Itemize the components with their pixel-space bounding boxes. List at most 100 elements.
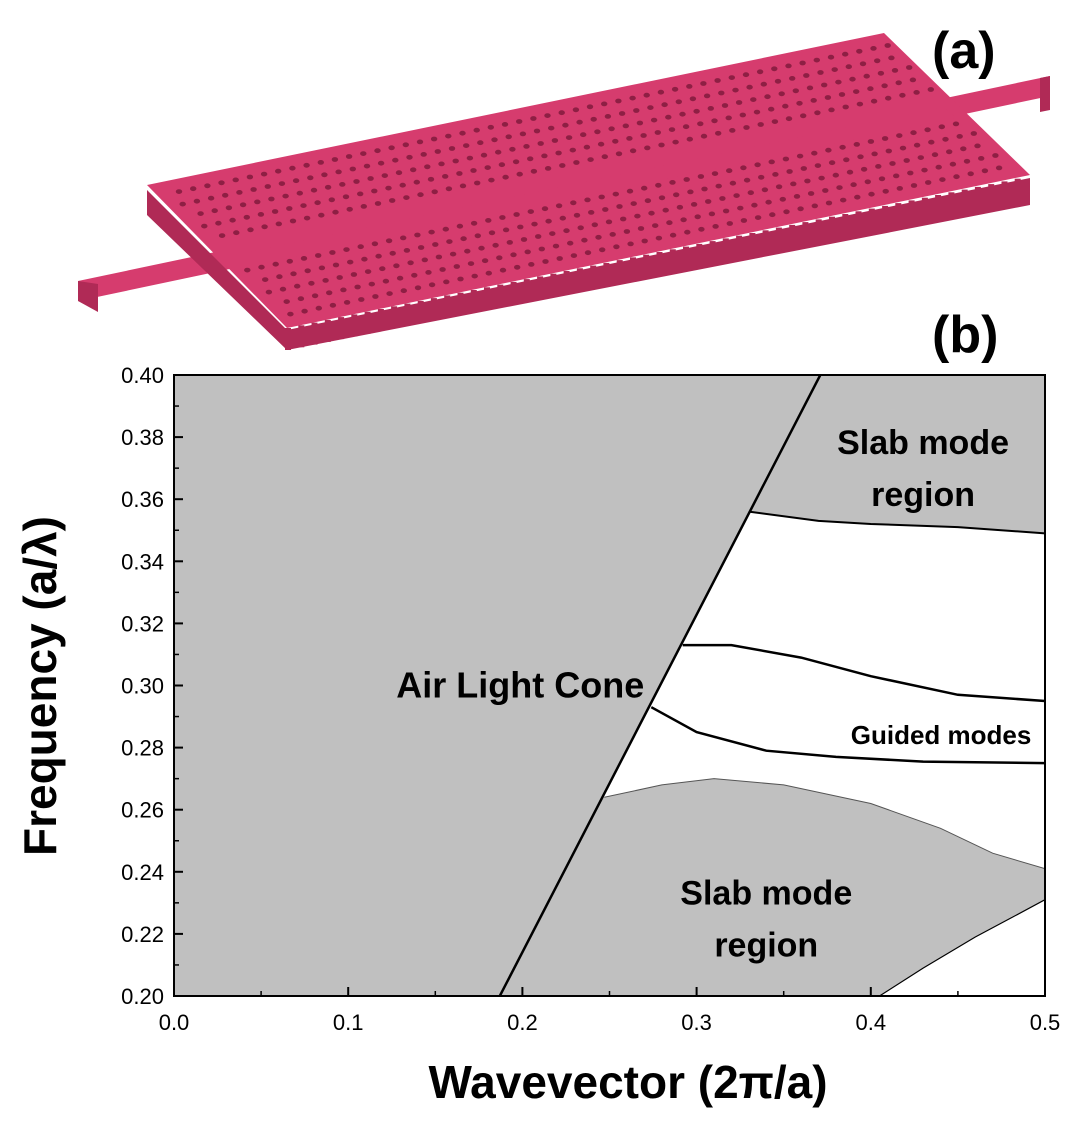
- air-hole: [804, 178, 811, 184]
- air-hole: [825, 200, 833, 206]
- air-hole: [652, 223, 659, 229]
- air-hole: [778, 91, 785, 97]
- plot-regions: [174, 375, 1045, 996]
- air-hole: [283, 299, 290, 304]
- x-tick-label: 0.3: [681, 1010, 712, 1035]
- air-hole: [495, 149, 502, 155]
- edge-tooth: [417, 300, 424, 323]
- air-hole: [860, 166, 868, 172]
- air-hole: [618, 111, 626, 116]
- air-hole: [343, 247, 350, 253]
- air-hole: [247, 227, 254, 233]
- air-hole: [478, 245, 485, 251]
- air-hole: [332, 262, 340, 268]
- air-hole: [753, 109, 761, 115]
- air-hole: [517, 224, 524, 230]
- air-hole: [406, 154, 413, 160]
- air-hole: [204, 183, 211, 189]
- air-hole: [310, 187, 318, 193]
- air-hole: [864, 179, 871, 185]
- air-hole: [555, 203, 563, 209]
- air-hole: [616, 204, 623, 209]
- air-hole: [637, 226, 645, 231]
- edge-tooth: [537, 276, 544, 299]
- slab-mode-region-upper: [748, 375, 1045, 534]
- air-hole: [428, 282, 436, 288]
- air-hole: [239, 202, 247, 208]
- air-hole: [509, 146, 516, 152]
- air-hole: [827, 54, 835, 60]
- air-hole: [689, 96, 697, 102]
- air-hole: [728, 75, 735, 80]
- air-hole: [953, 174, 960, 180]
- air-hole: [294, 283, 301, 289]
- edge-tooth: [298, 325, 305, 348]
- air-hole: [843, 157, 850, 163]
- air-hole: [379, 266, 386, 272]
- region-label: Air Light Cone: [396, 665, 644, 706]
- air-hole: [246, 174, 254, 180]
- air-hole: [658, 142, 665, 148]
- air-hole: [797, 206, 804, 212]
- air-hole: [682, 124, 690, 130]
- air-hole: [740, 218, 748, 223]
- air-hole: [694, 214, 701, 220]
- air-hole: [278, 181, 286, 187]
- air-hole: [516, 119, 523, 124]
- air-hole: [377, 160, 385, 166]
- air-hole: [466, 155, 474, 161]
- air-hole: [803, 73, 810, 78]
- y-tick-label: 0.36: [121, 487, 164, 512]
- air-hole: [324, 184, 332, 190]
- air-hole: [648, 210, 655, 216]
- air-hole: [597, 141, 605, 147]
- air-hole: [549, 231, 556, 237]
- air-hole: [360, 204, 367, 209]
- air-hole: [853, 142, 860, 147]
- air-hole: [680, 217, 687, 223]
- edge-tooth: [802, 222, 809, 245]
- air-hole: [654, 130, 661, 135]
- air-hole: [655, 182, 662, 188]
- air-hole: [715, 183, 722, 189]
- air-hole: [382, 278, 390, 284]
- waveguide-end-face: [78, 281, 98, 312]
- panel-a-label: (a): [932, 22, 996, 80]
- y-tick-label: 0.40: [121, 363, 164, 388]
- air-hole: [842, 104, 849, 110]
- y-tick-label: 0.26: [121, 798, 164, 823]
- air-hole: [686, 84, 693, 89]
- air-hole: [673, 192, 680, 198]
- edge-tooth: [391, 306, 398, 329]
- edge-tooth: [643, 254, 650, 277]
- air-hole: [303, 162, 310, 168]
- air-hole: [785, 63, 792, 69]
- air-hole: [417, 192, 424, 198]
- air-hole: [513, 212, 520, 217]
- air-hole: [244, 267, 251, 273]
- air-hole: [633, 108, 640, 113]
- air-hole: [558, 110, 565, 116]
- slab-mode-region-lower: [499, 778, 1045, 996]
- air-hole: [793, 194, 801, 199]
- air-hole: [417, 245, 425, 250]
- air-hole: [222, 192, 229, 198]
- air-hole: [265, 289, 273, 295]
- air-hole: [928, 139, 935, 145]
- air-hole: [854, 194, 861, 200]
- edge-tooth: [789, 224, 796, 247]
- air-hole: [368, 281, 375, 287]
- air-hole: [576, 119, 583, 125]
- air-hole: [372, 294, 379, 299]
- air-hole: [849, 76, 856, 82]
- air-hole: [807, 191, 815, 196]
- air-hole: [661, 102, 668, 108]
- air-hole: [859, 61, 867, 67]
- air-hole: [328, 197, 335, 203]
- air-hole: [583, 144, 591, 150]
- air-hole: [201, 223, 208, 229]
- air-hole: [570, 253, 578, 258]
- air-hole: [502, 227, 510, 233]
- air-hole: [719, 196, 726, 201]
- air-hole: [530, 168, 538, 174]
